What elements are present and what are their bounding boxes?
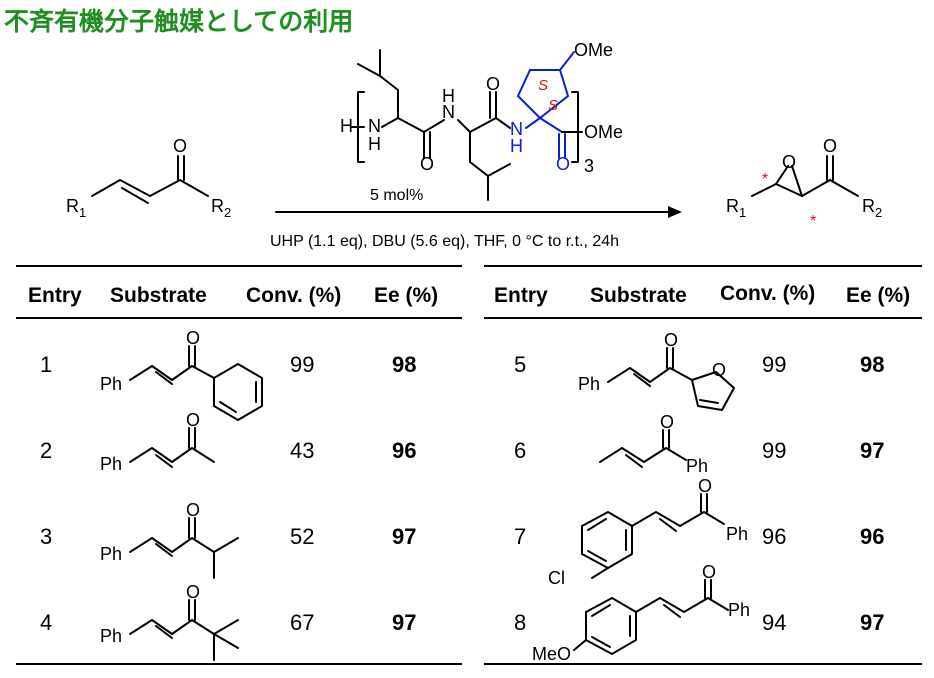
svg-text:Ph: Ph	[100, 374, 122, 394]
svg-text:67: 67	[290, 610, 314, 635]
svg-text:N: N	[442, 102, 455, 122]
svg-text:Ph: Ph	[578, 374, 600, 394]
svg-text:4: 4	[40, 610, 52, 635]
product-r1-label: R1	[726, 196, 746, 220]
svg-text:*: *	[762, 171, 768, 188]
table-row: 5 Ph O O 99 98	[514, 330, 884, 411]
svg-text:Ph: Ph	[728, 600, 750, 620]
svg-text:7: 7	[514, 524, 526, 549]
svg-text:O: O	[782, 152, 796, 172]
svg-text:Ph: Ph	[726, 524, 748, 544]
svg-text:Cl: Cl	[548, 568, 565, 588]
svg-text:1: 1	[40, 352, 52, 377]
svg-text:*: *	[810, 213, 816, 230]
oxygen-label: O	[173, 136, 187, 156]
svg-text:98: 98	[392, 352, 416, 377]
table-row: 7 Cl O Ph 96 96	[514, 476, 884, 588]
svg-text:O: O	[823, 136, 837, 156]
r1-label: R1	[66, 196, 86, 220]
svg-text:99: 99	[762, 438, 786, 463]
stereo-label-2: S	[548, 97, 558, 114]
svg-text:MeO: MeO	[532, 644, 571, 664]
table-row: 6 O Ph 99 97	[514, 412, 884, 476]
header-ee-left: Ee (%)	[374, 284, 438, 307]
svg-text:5: 5	[514, 352, 526, 377]
svg-text:Ph: Ph	[100, 454, 122, 474]
svg-text:N: N	[510, 119, 523, 139]
page-title: 不斉有機分子触媒としての利用	[4, 7, 353, 36]
header-entry-right: Entry	[494, 284, 548, 307]
svg-text:O: O	[486, 74, 500, 94]
table-row: 1 Ph O 99 98	[40, 328, 416, 421]
svg-text:N: N	[368, 116, 381, 136]
table-row: 8 MeO O Ph 94 97	[514, 562, 884, 664]
svg-text:99: 99	[290, 352, 314, 377]
svg-text:94: 94	[762, 610, 786, 635]
svg-text:O: O	[664, 330, 678, 350]
svg-text:O: O	[660, 412, 674, 432]
reaction-conditions: UHP (1.1 eq), DBU (5.6 eq), THF, 0 °C to…	[270, 233, 619, 250]
repeat-count: 3	[584, 156, 594, 176]
svg-text:O: O	[186, 410, 200, 430]
svg-text:Ph: Ph	[100, 544, 122, 564]
svg-text:O: O	[186, 582, 200, 602]
table-row: 3 Ph O 52 97	[40, 500, 416, 579]
header-ee-right: Ee (%)	[846, 284, 910, 307]
svg-text:96: 96	[860, 524, 884, 549]
svg-text:H: H	[510, 136, 523, 156]
svg-text:O: O	[712, 360, 726, 380]
svg-text:96: 96	[392, 438, 416, 463]
svg-text:Ph: Ph	[686, 456, 708, 476]
svg-text:6: 6	[514, 438, 526, 463]
svg-text:8: 8	[514, 610, 526, 635]
svg-text:O: O	[420, 154, 434, 174]
product-r2-label: R2	[862, 196, 882, 220]
enone-reactant: O R1 R2	[66, 136, 231, 220]
ome-label: OMe	[574, 40, 613, 60]
svg-text:43: 43	[290, 438, 314, 463]
svg-text:O: O	[186, 328, 200, 348]
table-row: 2 Ph O 43 96	[40, 410, 416, 474]
svg-text:3: 3	[40, 524, 52, 549]
svg-text:98: 98	[860, 352, 884, 377]
header-entry-left: Entry	[28, 284, 82, 307]
header-substrate-left: Substrate	[110, 284, 207, 307]
svg-text:Ph: Ph	[100, 626, 122, 646]
header-conv-left: Conv. (%)	[246, 284, 341, 307]
svg-text:97: 97	[860, 438, 884, 463]
svg-text:H: H	[368, 134, 381, 154]
header-substrate-right: Substrate	[590, 284, 687, 307]
stereo-label-1: S	[538, 77, 548, 94]
svg-text:2: 2	[40, 438, 52, 463]
svg-text:H: H	[442, 86, 455, 106]
svg-text:O: O	[702, 562, 716, 582]
ester-ome-label: OMe	[584, 122, 623, 142]
svg-text:O: O	[556, 154, 570, 174]
svg-text:H: H	[340, 116, 353, 136]
svg-text:96: 96	[762, 524, 786, 549]
svg-text:97: 97	[392, 610, 416, 635]
svg-text:O: O	[186, 500, 200, 520]
header-conv-right: Conv. (%)	[720, 282, 815, 305]
r2-label: R2	[211, 196, 231, 220]
epoxide-product: O O * * R1 R2	[726, 136, 882, 230]
table-row: 4 Ph O 67 97	[40, 582, 416, 661]
svg-text:99: 99	[762, 352, 786, 377]
svg-text:97: 97	[860, 610, 884, 635]
svg-text:52: 52	[290, 524, 314, 549]
catalyst-structure: 3 H N H O N H O N H	[340, 40, 623, 204]
svg-text:O: O	[698, 476, 712, 496]
svg-text:97: 97	[392, 524, 416, 549]
catalyst-loading: 5 mol%	[370, 187, 423, 204]
